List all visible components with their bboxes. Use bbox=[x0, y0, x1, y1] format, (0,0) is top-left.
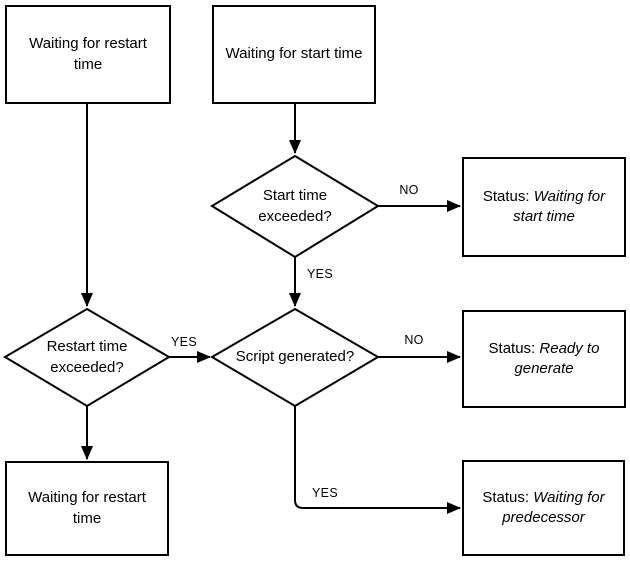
node-waiting-start: Waiting for start time bbox=[212, 5, 376, 104]
node-status-waiting-start: Status: Waiting for start time bbox=[462, 157, 626, 257]
diamond-script-generated bbox=[210, 307, 380, 408]
edge-label-start-yes: YES bbox=[305, 267, 335, 281]
status-prefix: Status: bbox=[488, 339, 536, 357]
edge-label-restart-yes: YES bbox=[169, 335, 199, 349]
node-label: Status: Waiting for start time bbox=[479, 187, 609, 228]
node-status-waiting-predecessor: Status: Waiting for predecessor bbox=[462, 460, 625, 556]
edge-script-generated-yes bbox=[294, 406, 461, 514]
node-label: Waiting for restart time bbox=[28, 489, 146, 527]
node-waiting-restart-bottom: Waiting for restart time bbox=[5, 461, 169, 556]
node-label: Waiting for start time bbox=[225, 45, 363, 63]
node-status-ready-to-generate: Status: Ready to generate bbox=[462, 310, 626, 408]
status-value: Ready to generate bbox=[514, 339, 600, 377]
status-value: Waiting for start time bbox=[513, 187, 606, 225]
status-prefix: Status: bbox=[482, 488, 530, 506]
edge-label-start-no: NO bbox=[397, 183, 421, 197]
diamond-start-time-exceeded bbox=[210, 154, 380, 259]
node-label: Status: Waiting for predecessor bbox=[479, 488, 609, 529]
edge-label-script-no: NO bbox=[402, 333, 426, 347]
status-prefix: Status: bbox=[482, 187, 530, 205]
status-value: Waiting for predecessor bbox=[502, 488, 605, 526]
diamond-restart-time-exceeded bbox=[3, 307, 171, 408]
node-waiting-restart-top: Waiting for restart time bbox=[5, 5, 171, 104]
edge-label-script-yes: YES bbox=[310, 486, 340, 500]
node-label: Status: Ready to generate bbox=[479, 339, 609, 380]
node-label: Waiting for restart time bbox=[29, 35, 147, 73]
